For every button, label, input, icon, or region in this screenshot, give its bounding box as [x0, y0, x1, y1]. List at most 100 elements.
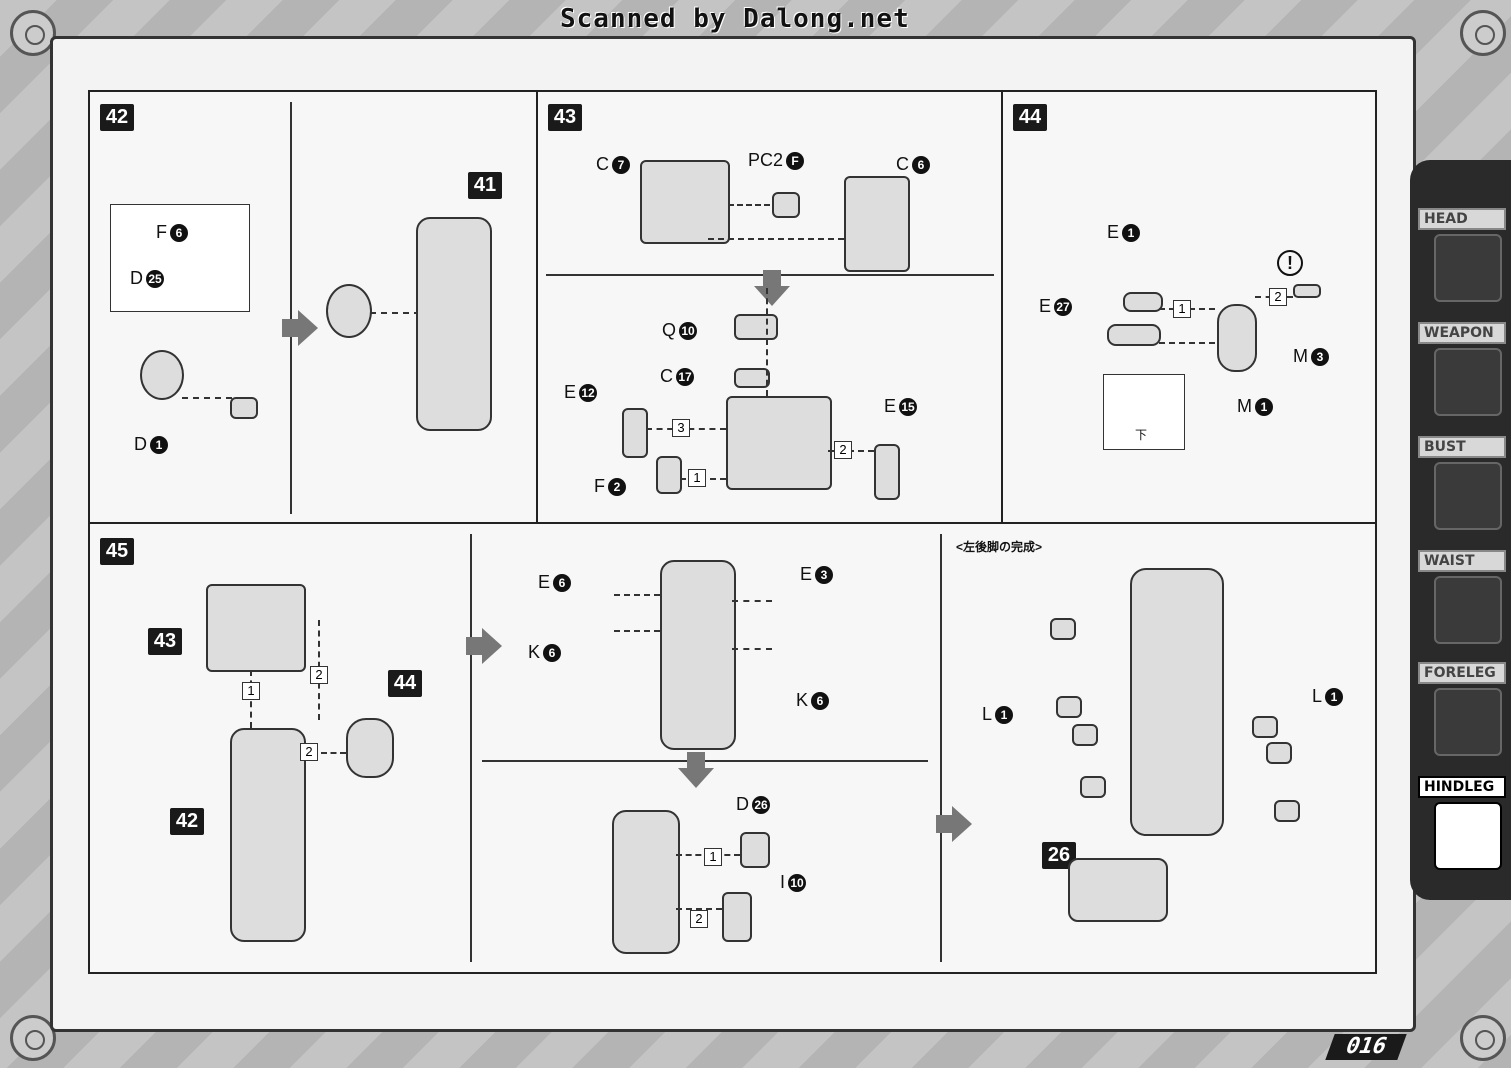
next-arrow-icon	[282, 310, 318, 346]
substep-number: 2	[300, 743, 318, 761]
tab-foreleg[interactable]: FORELEG	[1418, 662, 1506, 762]
substep-number: 2	[834, 441, 852, 459]
bearing-part	[1252, 716, 1278, 738]
step-number: 44	[1013, 104, 1047, 131]
step-reference: 43	[148, 628, 182, 655]
substep-number: 2	[1269, 288, 1287, 306]
down-arrow-icon	[678, 752, 714, 788]
tab-waist[interactable]: WAIST	[1418, 550, 1506, 650]
assembly-line	[182, 397, 232, 399]
wheel-part	[326, 284, 372, 338]
hindleg-icon	[1434, 802, 1502, 870]
next-arrow-icon	[466, 628, 502, 664]
panel-divider	[482, 760, 928, 762]
side-part	[874, 444, 900, 500]
assembly-line	[728, 204, 770, 206]
tab-bust[interactable]: BUST	[1418, 436, 1506, 536]
substep-number: 2	[690, 910, 708, 928]
arm-part	[346, 718, 394, 778]
weapon-icon	[1434, 348, 1502, 416]
assembly-line	[676, 908, 722, 910]
claw-part	[1068, 858, 1168, 922]
leg-assembly	[230, 728, 306, 942]
bearing-part	[1050, 618, 1076, 640]
pin-part	[1107, 324, 1161, 346]
panel-divider	[290, 102, 292, 514]
tab-head[interactable]: HEAD	[1418, 208, 1506, 308]
tab-label: WEAPON	[1418, 322, 1506, 344]
foreleg-icon	[1434, 688, 1502, 756]
poly-cap	[772, 192, 800, 218]
wheel-part	[140, 350, 184, 400]
tab-weapon[interactable]: WEAPON	[1418, 322, 1506, 422]
panel-divider	[470, 534, 472, 962]
waist-icon	[1434, 576, 1502, 644]
assembly-line	[732, 648, 772, 650]
tab-label: HINDLEG	[1418, 776, 1506, 798]
down-arrow-icon	[754, 270, 790, 306]
leg-assembly	[612, 810, 680, 954]
detail-box	[1103, 374, 1185, 450]
corner-ornament-icon	[10, 1015, 56, 1061]
tab-hindleg[interactable]: HINDLEG	[1418, 776, 1506, 876]
assembly-line	[614, 630, 660, 632]
substep-number: 1	[688, 469, 706, 487]
assembly-line	[1159, 342, 1215, 344]
corner-ornament-icon	[1460, 10, 1506, 56]
assembly-line	[302, 752, 346, 754]
pin-part	[1293, 284, 1321, 298]
substep-number: 3	[672, 419, 690, 437]
panel-divider	[940, 534, 942, 962]
body-part	[844, 176, 910, 272]
leg-assembly	[1130, 568, 1224, 836]
step-number: 42	[100, 104, 134, 131]
small-part	[740, 832, 770, 868]
tab-label: WAIST	[1418, 550, 1506, 572]
small-part	[722, 892, 752, 942]
bearing-part	[1080, 776, 1106, 798]
corner-ornament-icon	[1460, 1015, 1506, 1061]
step-number: 45	[100, 538, 134, 565]
small-part	[734, 314, 778, 340]
step-reference: 41	[468, 172, 502, 199]
leg-assembly	[416, 217, 492, 431]
body-part	[640, 160, 730, 244]
step-number: 43	[548, 104, 582, 131]
small-part	[230, 397, 258, 419]
inset-caption: 下	[1135, 428, 1148, 442]
bust-icon	[1434, 462, 1502, 530]
tab-label: HEAD	[1418, 208, 1506, 230]
small-part	[734, 368, 770, 388]
tab-label: BUST	[1418, 436, 1506, 458]
substep-number: 2	[310, 666, 328, 684]
assembly-line	[708, 238, 844, 240]
step-reference: 42	[170, 808, 204, 835]
bearing-part	[1056, 696, 1082, 718]
body-part	[206, 584, 306, 672]
substep-number: 1	[242, 682, 260, 700]
head-icon	[1434, 234, 1502, 302]
peg-part	[656, 456, 682, 494]
side-part	[622, 408, 648, 458]
corner-ornament-icon	[10, 10, 56, 56]
warning-icon: !	[1277, 250, 1303, 276]
assembly-line	[732, 600, 772, 602]
assembly-line	[370, 312, 420, 314]
